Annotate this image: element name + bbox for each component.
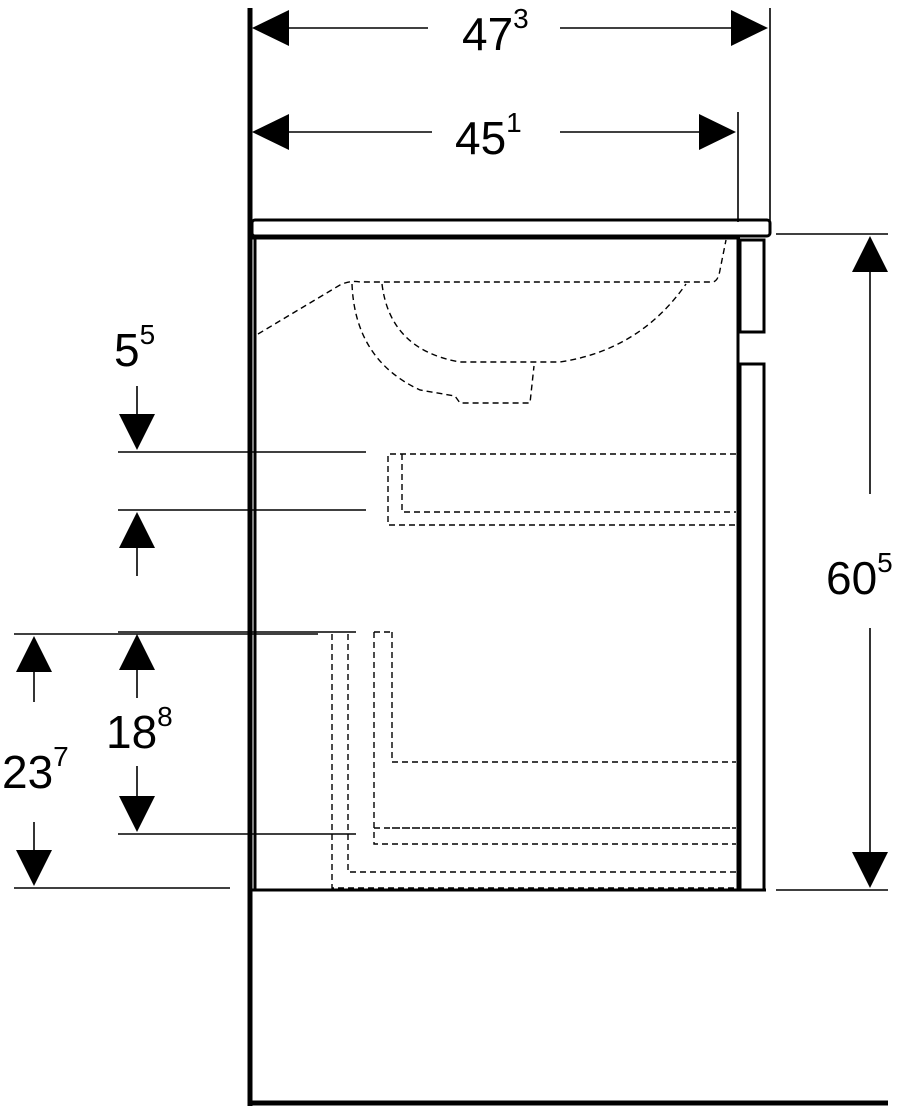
dim-overall-width-arrow-right (731, 10, 768, 46)
upper-drawer (387, 453, 736, 526)
basin-bowl-outer (351, 283, 535, 404)
dim-gap-arrow-top (119, 414, 155, 450)
dim-drawer-label: 188 (106, 701, 173, 758)
dim-gap-label: 55 (114, 319, 155, 376)
basin-outline (257, 239, 727, 335)
dim-cabinet-width-label: 451 (455, 107, 522, 164)
basin-bowl-inner (381, 283, 687, 363)
dim-height-label: 605 (826, 547, 893, 604)
dim-clearance-label: 237 (2, 741, 69, 798)
lower-drawer-inner (373, 631, 736, 845)
lower-drawer-outer (331, 634, 736, 889)
dim-drawer-arrow-top (119, 634, 155, 670)
lower-front-panel (738, 362, 766, 892)
dim-overall-width-label: 473 (462, 3, 529, 60)
dim-cabinet-width-arrow-left (252, 114, 289, 150)
upper-front-panel (738, 238, 766, 334)
dim-gap-arrow-bottom (119, 512, 155, 548)
dim-cabinet-width-arrow-right (699, 114, 736, 150)
dim-clearance-arrow-top (16, 636, 52, 672)
dim-drawer-arrow-bottom (119, 796, 155, 832)
countertop (250, 218, 772, 238)
dim-overall-width-arrow-left (252, 10, 289, 46)
dim-clearance-arrow-bottom (16, 850, 52, 886)
dim-height-arrow-bottom (852, 852, 888, 888)
dim-height-arrow-top (852, 236, 888, 272)
